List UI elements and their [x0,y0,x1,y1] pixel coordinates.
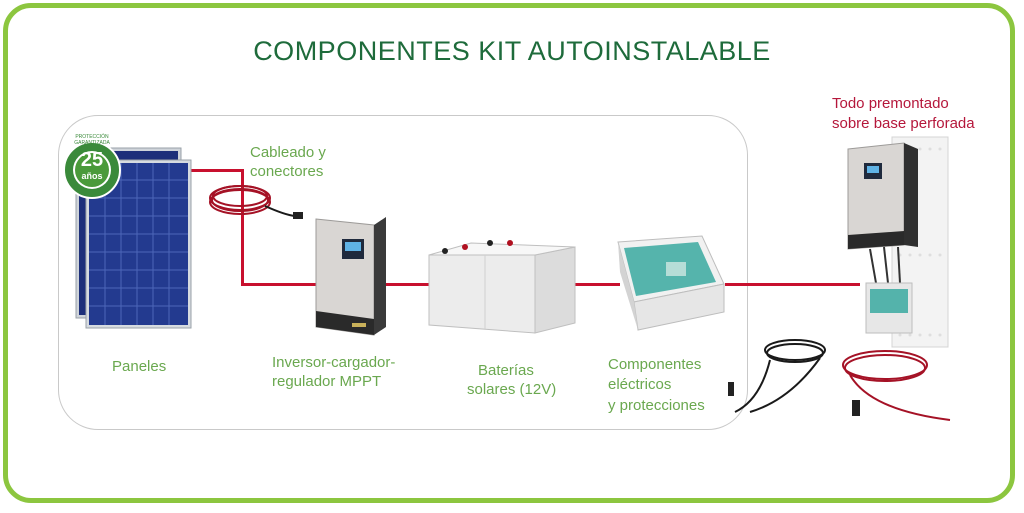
label-electrical-line1: Componentes [608,356,702,373]
label-premounted-line2: sobre base perforada [832,115,975,132]
label-electrical-line2: eléctricos [608,376,672,393]
premounted-board-image [847,136,949,348]
output-cables-image [728,339,951,421]
wire-battery-to-breaker [575,283,620,286]
label-cabling-line1: Cableado y [250,144,326,161]
wire-to-inverter [241,283,316,286]
label-batteries-line1: Baterías [478,362,534,379]
page-title: COMPONENTES KIT AUTOINSTALABLE [253,36,771,66]
wire-panel-to-cable [188,169,243,172]
label-batteries-line2: solares (12V) [467,381,557,398]
wire-inverter-to-battery [385,283,430,286]
label-cabling-line2: conectores [250,163,324,180]
label-premounted-line1: Todo premontado [832,95,949,112]
batteries-image [428,240,576,334]
warranty-badge-unit: años [81,171,103,181]
electrical-panel-image [617,235,725,331]
label-inverter-line2: regulador MPPT [272,373,382,390]
label-inverter-line1: Inversor-cargador- [272,354,396,371]
warranty-badge-ring-text: PROTECCIÓN GARANTIZADA [74,134,110,146]
warranty-badge-number: 25 [80,149,104,171]
inverter-image [315,217,386,336]
wire-breaker-to-board [725,283,860,286]
label-panels: Paneles [112,358,167,375]
warranty-badge-icon [63,141,121,199]
cable-coil-image [209,185,303,219]
label-electrical-line3: y protecciones [608,397,705,414]
wire-vertical [241,169,244,286]
kit-components-box [58,115,748,430]
